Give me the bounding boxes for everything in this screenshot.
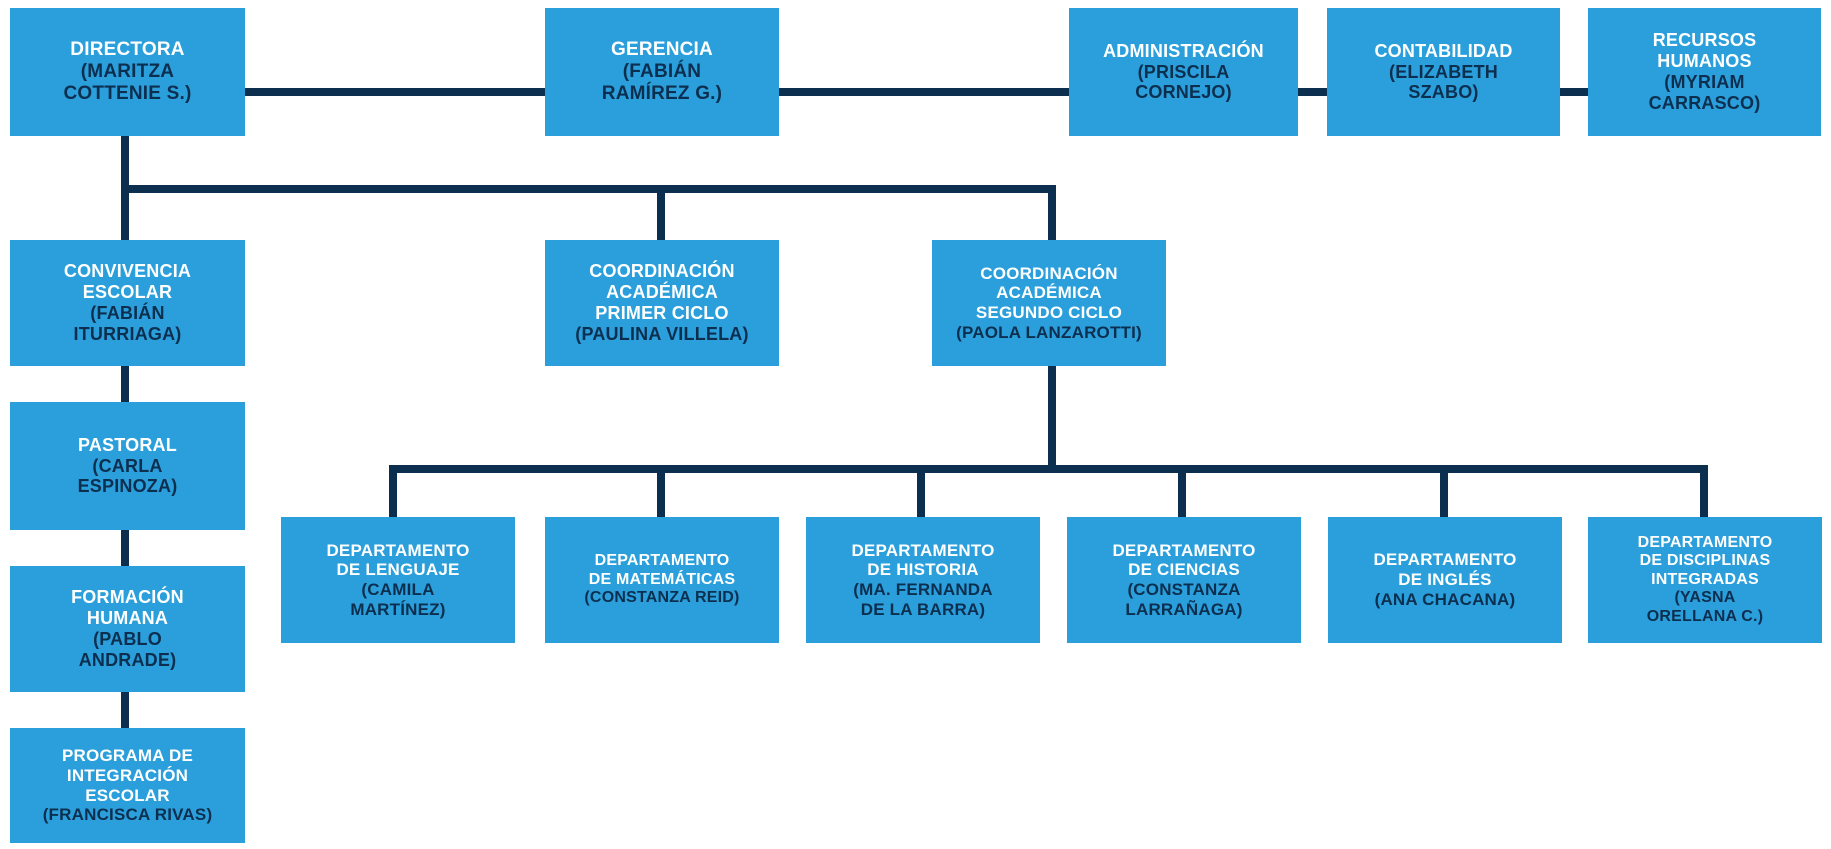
connector-drop-depto-disciplinas xyxy=(1700,465,1708,517)
node-coord-primer-ciclo-person: (PAULINA VILLELA) xyxy=(575,323,749,344)
connector-drop-depto-lenguaje xyxy=(389,465,397,517)
node-programa-integracion-person: (FRANCISCA RIVAS) xyxy=(42,805,213,825)
node-coord-segundo-ciclo-person: (PAOLA LANZAROTTI) xyxy=(956,322,1142,342)
node-depto-ingles-person: (ANA CHACANA) xyxy=(1374,589,1516,609)
node-administracion-title: ADMINISTRACIÓN xyxy=(1103,40,1264,61)
connector-gerencia-administracion xyxy=(779,88,1069,96)
connector-drop-depto-ciencias xyxy=(1178,465,1186,517)
connector-drop-coord-primer xyxy=(657,185,665,240)
node-pastoral-title: PASTORAL xyxy=(78,434,177,455)
node-contabilidad-title: CONTABILIDAD xyxy=(1374,40,1513,61)
connector-drop-depto-ingles xyxy=(1440,465,1448,517)
connector-directora-stem xyxy=(121,136,129,193)
connector-drop-coord-segundo xyxy=(1048,185,1056,240)
node-depto-matematicas-person: (CONSTANZA REID) xyxy=(584,589,740,607)
connector-drop-depto-matematicas xyxy=(657,465,665,517)
connector-formacion-programa xyxy=(121,692,129,728)
connector-coord-segundo-stem xyxy=(1048,366,1056,472)
connector-department-bus xyxy=(389,465,1705,473)
connector-convivencia-pastoral xyxy=(121,366,129,402)
connector-pastoral-formacion xyxy=(121,530,129,566)
node-directora-title: DIRECTORA xyxy=(70,38,185,60)
connector-administracion-contabilidad xyxy=(1298,88,1327,96)
connector-level2-bus xyxy=(121,185,1056,193)
connector-directora-gerencia xyxy=(245,88,545,96)
connector-drop-depto-historia xyxy=(917,465,925,517)
node-gerencia-title: GERENCIA xyxy=(611,38,713,60)
connector-drop-convivencia xyxy=(121,185,129,240)
connector-contabilidad-recursos xyxy=(1560,88,1588,96)
